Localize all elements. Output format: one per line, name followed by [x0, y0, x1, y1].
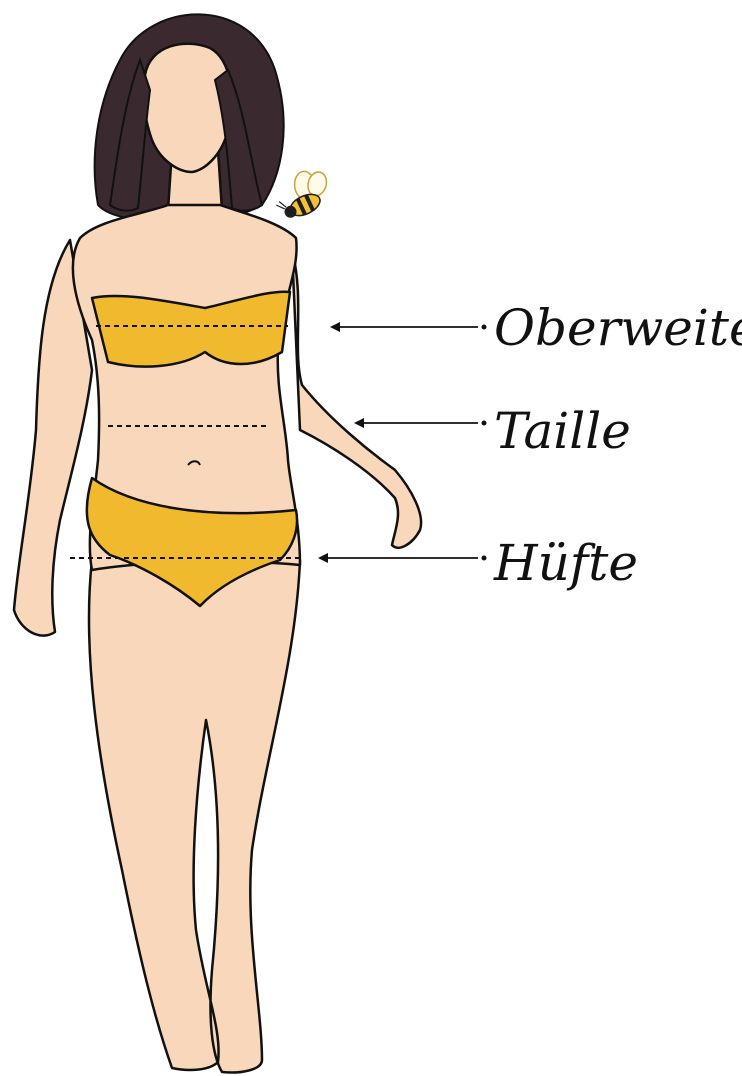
- label-waist: Taille: [494, 402, 631, 460]
- label-hip: Hüfte: [493, 534, 638, 592]
- arrow-left-icon: [330, 322, 487, 332]
- arrow-left-icon: [354, 418, 487, 428]
- arrow-left-icon: [318, 553, 487, 563]
- label-bust: Oberweite: [494, 299, 742, 357]
